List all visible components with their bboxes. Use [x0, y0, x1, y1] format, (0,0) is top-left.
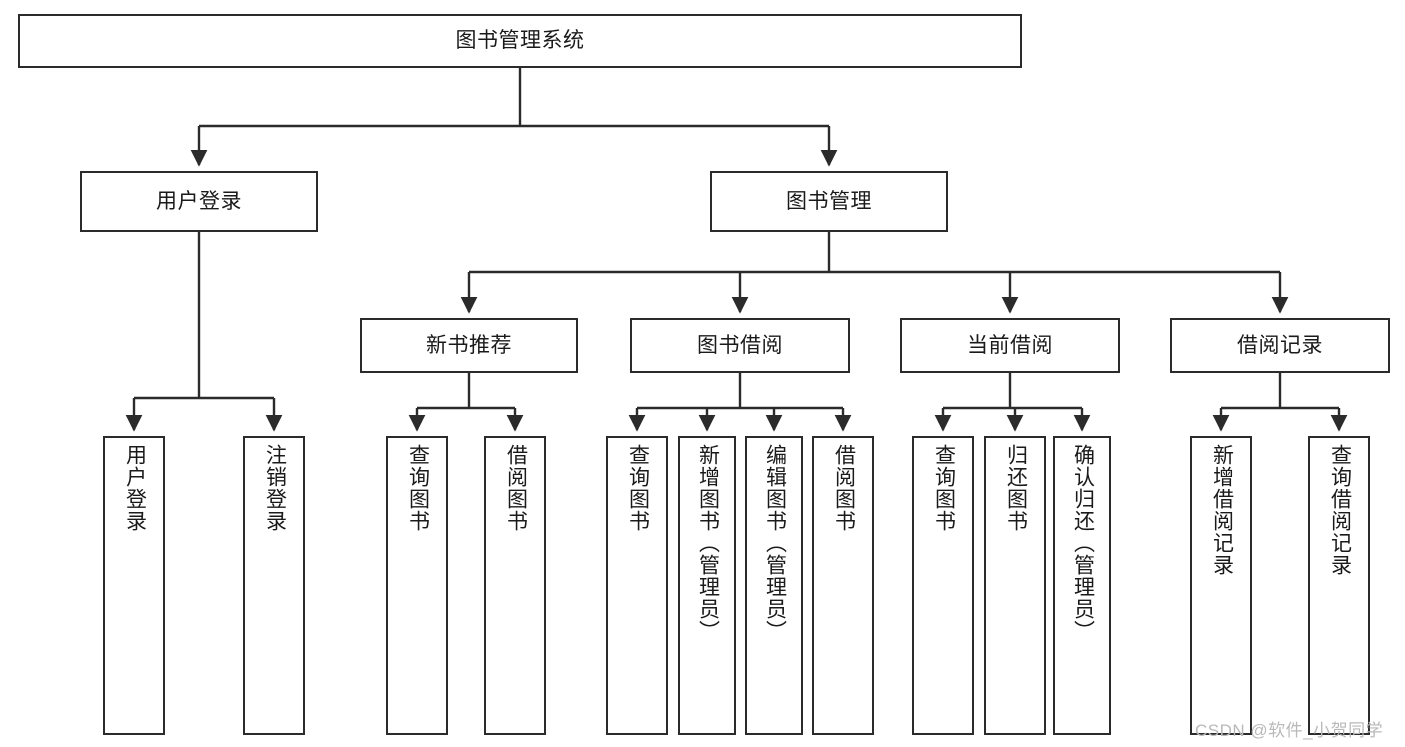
node-leaf-add-book-label: 新增图书（管理员） — [696, 444, 720, 642]
node-leaf-query-borrow-record-label: 查询借阅记录 — [1328, 444, 1352, 576]
node-leaf-borrow-book-rec[interactable]: 借阅图书 — [484, 436, 546, 735]
node-root[interactable]: 图书管理系统 — [18, 14, 1022, 68]
node-current-borrow[interactable]: 当前借阅 — [900, 318, 1120, 373]
node-leaf-edit-book[interactable]: 编辑图书（管理员） — [745, 436, 803, 735]
node-leaf-confirm-return-label: 确认归还（管理员） — [1071, 444, 1095, 642]
node-book-borrow[interactable]: 图书借阅 — [630, 318, 850, 373]
node-leaf-user-login[interactable]: 用户登录 — [103, 436, 165, 735]
node-borrow-record[interactable]: 借阅记录 — [1170, 318, 1390, 373]
node-leaf-borrow-book-rec-label: 借阅图书 — [504, 444, 528, 532]
node-current-borrow-label: 当前借阅 — [967, 333, 1053, 357]
node-new-book-recommend-label: 新书推荐 — [426, 333, 512, 357]
node-leaf-return-book-label: 归还图书 — [1004, 444, 1028, 532]
node-leaf-user-logout-label: 注销登录 — [263, 444, 287, 532]
node-root-label: 图书管理系统 — [455, 29, 585, 53]
node-leaf-confirm-return[interactable]: 确认归还（管理员） — [1053, 436, 1111, 735]
node-book-borrow-label: 图书借阅 — [697, 333, 783, 357]
node-leaf-query-book-rec[interactable]: 查询图书 — [386, 436, 448, 735]
node-user-login[interactable]: 用户登录 — [80, 171, 318, 232]
node-leaf-query-borrow-record[interactable]: 查询借阅记录 — [1308, 436, 1370, 735]
node-leaf-query-book-borrow[interactable]: 查询图书 — [606, 436, 668, 735]
node-leaf-return-book[interactable]: 归还图书 — [984, 436, 1046, 735]
node-leaf-user-logout[interactable]: 注销登录 — [243, 436, 305, 735]
node-book-manage-label: 图书管理 — [786, 189, 872, 213]
node-leaf-borrow-book[interactable]: 借阅图书 — [812, 436, 874, 735]
csdn-watermark: CSDN @软件_小贺同学 — [1195, 721, 1384, 740]
node-borrow-record-label: 借阅记录 — [1237, 333, 1323, 357]
node-leaf-add-book[interactable]: 新增图书（管理员） — [678, 436, 736, 735]
node-new-book-recommend[interactable]: 新书推荐 — [360, 318, 578, 373]
node-leaf-edit-book-label: 编辑图书（管理员） — [763, 444, 787, 642]
node-user-login-label: 用户登录 — [156, 189, 242, 213]
node-leaf-query-book-rec-label: 查询图书 — [406, 444, 430, 532]
node-leaf-query-book-current[interactable]: 查询图书 — [912, 436, 974, 735]
node-leaf-query-book-borrow-label: 查询图书 — [626, 444, 650, 532]
node-leaf-add-borrow-record-label: 新增借阅记录 — [1210, 444, 1234, 576]
node-book-manage[interactable]: 图书管理 — [710, 171, 948, 232]
node-leaf-borrow-book-label: 借阅图书 — [832, 444, 856, 532]
node-leaf-add-borrow-record[interactable]: 新增借阅记录 — [1190, 436, 1252, 735]
node-leaf-user-login-label: 用户登录 — [123, 444, 147, 532]
node-leaf-query-book-current-label: 查询图书 — [932, 444, 956, 532]
